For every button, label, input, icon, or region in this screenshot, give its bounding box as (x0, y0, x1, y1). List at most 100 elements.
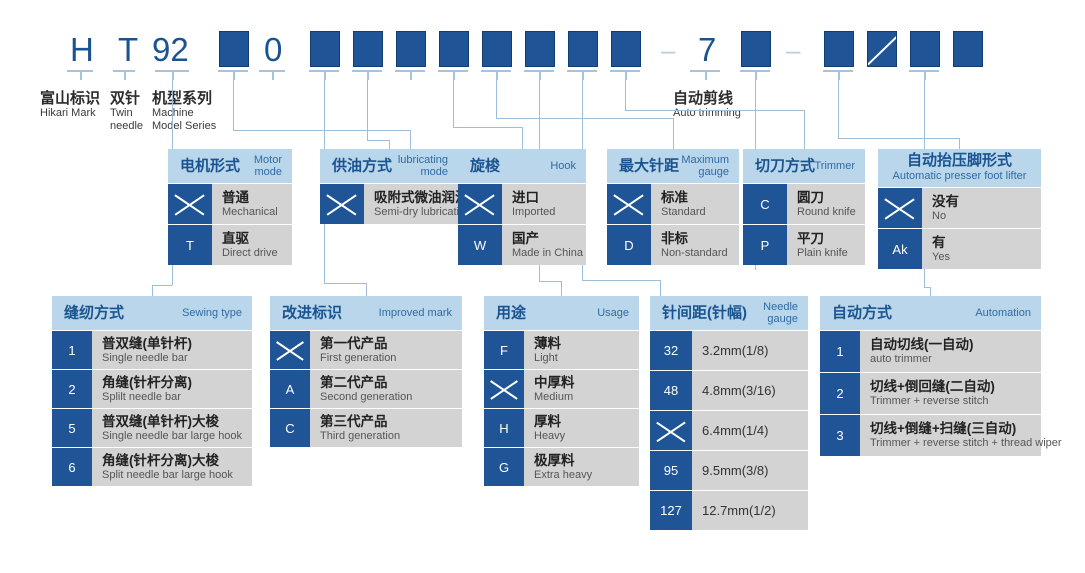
desc-zh: 中厚料 (534, 374, 575, 390)
connector-v (453, 80, 454, 127)
desc-zh: 普双缝(单针杆) (102, 335, 192, 351)
desc-zh: 自动切线(一自动) (870, 337, 974, 352)
code-cell: W (458, 225, 502, 265)
connector-h (838, 138, 959, 139)
desc-zh: 第二代产品 (320, 374, 388, 390)
desc-cell: 自动切线(一自动)auto trimmer (860, 331, 1041, 372)
code-literal-92: 92 (152, 31, 189, 68)
connector-v (561, 281, 562, 296)
tick-stem (324, 70, 326, 80)
table-title-zh: 针间距(针幅) (662, 304, 747, 322)
desc-zh: 角缝(针杆分离) (102, 374, 192, 390)
code-literal-0: 0 (264, 31, 283, 68)
code-cell: Ak (878, 229, 922, 269)
code-slot-box (741, 31, 771, 67)
connector-h (453, 127, 522, 128)
connector-h (367, 140, 389, 141)
code-slot-box (219, 31, 249, 67)
connector-v (660, 280, 661, 296)
code-cell: 95 (650, 451, 692, 490)
desc-cell: 4.8mm(3/16) (692, 371, 808, 410)
desc-zh: 平刀 (797, 230, 824, 246)
connector-v (930, 287, 931, 296)
desc-en: Semi-dry lubrication (374, 205, 472, 218)
code-separator-dash: – (661, 35, 676, 65)
connector-v (496, 80, 497, 118)
desc-en: Extra heavy (534, 468, 593, 481)
connector-v (367, 80, 368, 140)
code-slot-box (353, 31, 383, 67)
tick-stem (539, 70, 541, 80)
code-slot-box (611, 31, 641, 67)
code-slot-box (439, 31, 469, 67)
desc-en: First generation (320, 351, 397, 364)
code-cell: 48 (650, 371, 692, 410)
desc-zh: 第三代产品 (320, 413, 388, 429)
code-cell: 2 (52, 370, 92, 408)
tick-stem (410, 70, 412, 80)
connector-h (625, 110, 804, 111)
code-cell: 3 (820, 415, 860, 456)
connector-h (582, 280, 660, 281)
connector-v (522, 127, 523, 149)
code-cell: P (743, 225, 787, 265)
connector-v (959, 138, 960, 149)
desc-en: Standard (661, 205, 706, 218)
desc-en: Trimmer + reverse stitch (870, 395, 989, 407)
code-cell-crossed-out (484, 370, 524, 408)
desc-cell: 普双缝(单针杆)Single needle bar (92, 331, 252, 369)
code-literal-7: 7 (698, 31, 717, 68)
table-title-en: Hook (550, 160, 576, 172)
connector-v (366, 283, 367, 296)
code-cell: G (484, 448, 524, 486)
desc-en: Mechanical (222, 205, 278, 218)
table-title-zh: 旋梭 (470, 157, 501, 175)
desc-cell: 12.7mm(1/2) (692, 491, 808, 530)
desc-zh: 12.7mm(1/2) (702, 502, 776, 518)
desc-cell: 9.5mm(3/8) (692, 451, 808, 490)
code-cell-crossed-out (650, 411, 692, 450)
connector-v (410, 130, 411, 149)
code-cell: F (484, 331, 524, 369)
code-cell: 32 (650, 331, 692, 370)
connector-v (804, 110, 805, 149)
code-slot-box (910, 31, 940, 67)
code-cell-crossed-out (320, 184, 364, 224)
connector-v (152, 285, 153, 296)
desc-en: Third generation (320, 429, 401, 442)
desc-zh: 普通 (222, 189, 249, 205)
connector-v (233, 80, 234, 130)
desc-en: Trimmer + reverse stitch + thread wiper (870, 437, 1062, 449)
tick-stem (272, 70, 274, 80)
